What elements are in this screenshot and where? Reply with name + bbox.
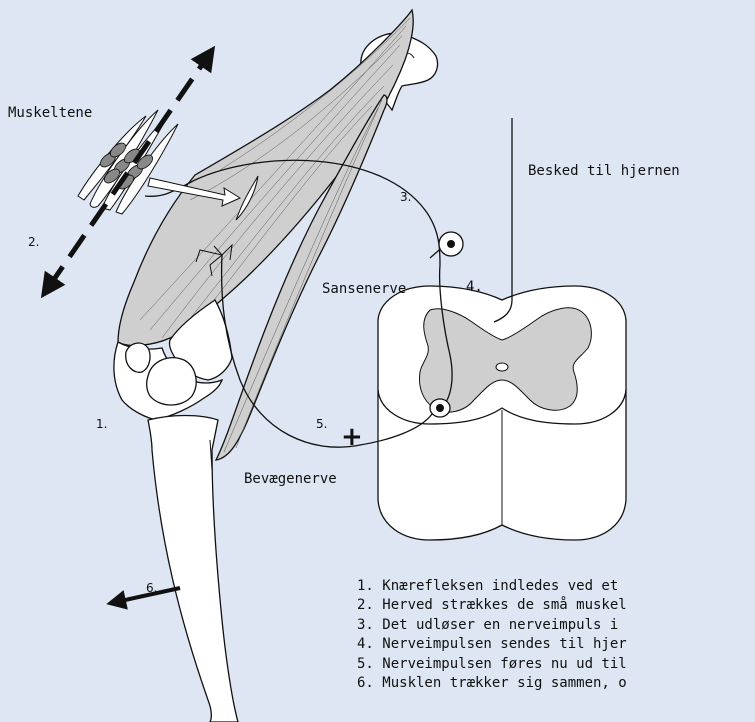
step-item: 5. Nerveimpulsen føres nu ud til [357, 655, 755, 674]
label-motor-nerve: Bevægenerve [244, 472, 337, 486]
step-item: 1. Knærefleksen indledes ved et [357, 577, 755, 596]
tibia [148, 416, 238, 722]
nerve-to-brain [494, 118, 512, 322]
step-item: 6. Musklen trækker sig sammen, o [357, 674, 755, 693]
label-message-to-brain: Besked til hjernen [528, 164, 680, 178]
sensory-ganglion [430, 232, 463, 258]
step-item: 3. Det udløser en nerveimpuls i [357, 616, 755, 635]
step-marker-4: 4. [466, 280, 483, 294]
step-marker-6: 6. [146, 582, 157, 594]
step-marker-2: 2. [28, 236, 39, 248]
step-item: 4. Nerveimpulsen sendes til hjer [357, 635, 755, 654]
plus-sign: + [341, 424, 363, 450]
steps-list: 1. Knærefleksen indledes ved et 2. Herve… [357, 577, 755, 693]
label-muscle-spindles: Muskeltene [8, 106, 92, 120]
patella [126, 343, 150, 372]
spinal-cord [378, 286, 626, 540]
step-marker-5: 5. [316, 418, 327, 430]
step-marker-1: 1. [96, 418, 107, 430]
motor-neuron [430, 399, 450, 417]
label-sensory-nerve: Sansenerve [322, 282, 406, 296]
step-item: 2. Herved strækkes de små muskel [357, 596, 755, 615]
step-marker-3: 3. [400, 191, 411, 203]
